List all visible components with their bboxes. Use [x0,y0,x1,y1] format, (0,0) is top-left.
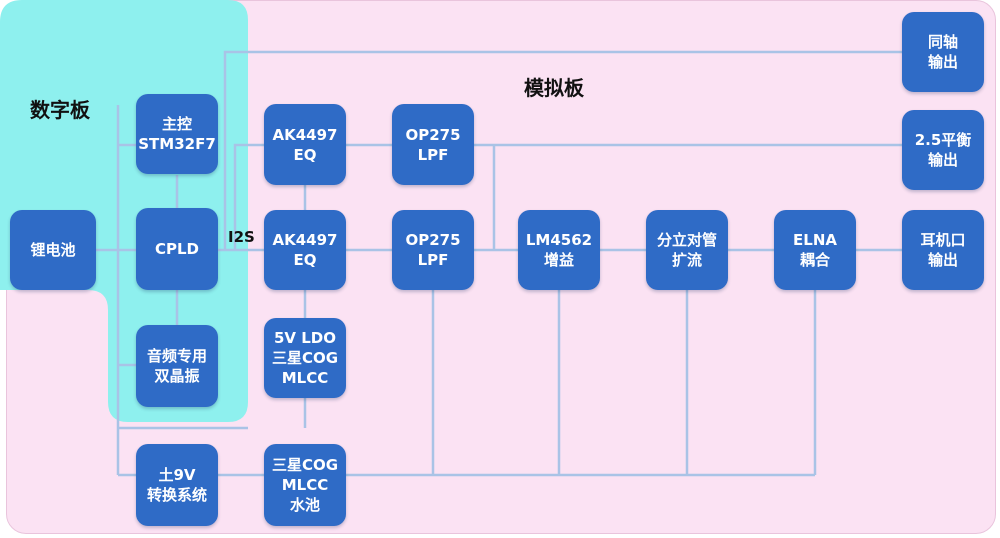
gain-node-line: LM4562 [525,231,593,249]
capacitor-pool-node: 三星COG MLCC 水池 [264,444,346,526]
cpld-node: CPLD [136,208,218,290]
mcu-node-line: STM32F7 [138,135,216,153]
analog-board-label: 模拟板 [524,76,584,100]
lpf-node-line: OP275 [405,231,461,249]
lpf-node-lower: OP275 LPF [392,210,474,290]
oscillator-node-line: 双晶振 [154,367,200,385]
mcu-node-line: 主控 [161,115,192,133]
i2s-bus-label: I2S [228,228,255,246]
lpf-node-line: OP275 [405,125,461,144]
power-conversion-node: 土9V 转换系统 [136,444,218,526]
balanced-output-node-line: 输出 [927,151,958,169]
lpf-node-upper: OP275 LPF [392,104,474,185]
oscillator-node: 音频专用 双晶振 [136,325,218,407]
oscillator-node-line: 音频专用 [146,347,207,365]
cpld-node-line: CPLD [154,240,199,258]
lpf-node-line: LPF [417,251,449,269]
gain-node-line: 增益 [543,251,574,269]
balanced-output-node: 2.5平衡 输出 [902,110,984,190]
mcu-node: 主控 STM32F7 [136,94,218,174]
coax-output-node: 同轴 输出 [902,12,984,92]
capacitor-pool-node-line: MLCC [281,476,329,494]
current-amplifier-node: 分立对管 扩流 [646,210,728,290]
ldo-node-line: 三星COG [271,349,339,367]
ldo-node-line: MLCC [281,369,329,387]
ldo-node-line: 5V LDO [273,329,337,347]
dac-eq-node-line: EQ [293,251,317,269]
coupling-node-line: ELNA [793,231,837,249]
balanced-output-node-line: 2.5平衡 [914,131,972,149]
dac-eq-node-line: AK4497 [272,125,338,144]
battery-node: 锂电池 [10,210,96,290]
battery-node-line: 锂电池 [30,241,76,259]
headphone-output-node-line: 输出 [927,251,958,269]
dac-eq-node-line: EQ [293,145,317,164]
digital-board-label: 数字板 [30,98,90,122]
headphone-output-node: 耳机口 输出 [902,210,984,290]
power-conversion-node-line: 土9V [158,466,196,484]
coupling-node: ELNA 耦合 [774,210,856,290]
lpf-node-line: LPF [417,145,449,164]
coax-output-node-line: 输出 [927,53,958,71]
current-amplifier-node-line: 扩流 [671,251,702,269]
capacitor-pool-node-line: 三星COG [271,456,339,474]
dac-eq-node-upper: AK4497 EQ [264,104,346,185]
ldo-node: 5V LDO 三星COG MLCC [264,318,346,398]
headphone-output-node-line: 耳机口 [920,231,966,249]
capacitor-pool-node-line: 水池 [289,496,320,514]
coupling-node-line: 耦合 [799,251,830,269]
current-amplifier-node-line: 分立对管 [656,231,717,249]
power-conversion-node-line: 转换系统 [146,486,207,504]
dac-eq-node-line: AK4497 [272,231,338,249]
dac-eq-node-lower: AK4497 EQ [264,210,346,290]
gain-node: LM4562 增益 [518,210,600,290]
coax-output-node-line: 同轴 [927,33,958,51]
